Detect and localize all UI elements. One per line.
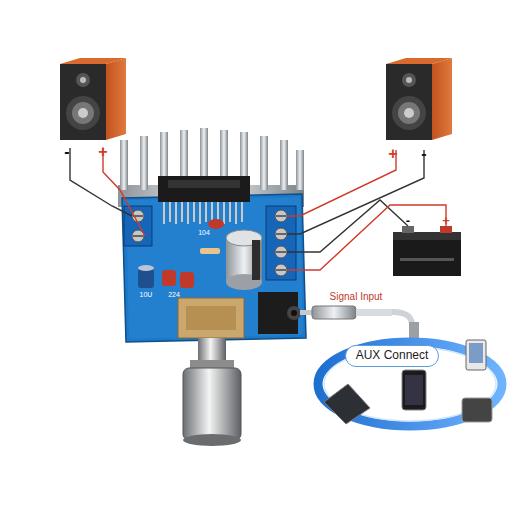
polarity-mark: - (406, 214, 410, 227)
polarity-mark: + (388, 146, 397, 162)
polarity-mark: + (98, 144, 107, 160)
aux-label-pill: AUX Connect (345, 345, 440, 366)
amplifier-chip (158, 176, 250, 224)
potentiometer (178, 298, 244, 446)
media-devices (324, 340, 492, 424)
electrolytic-capacitor (226, 230, 262, 290)
polarity-mark: - (64, 144, 69, 160)
right-speaker (386, 58, 452, 140)
pcb-board (122, 194, 306, 342)
audio-cable (300, 306, 419, 338)
aux-ring (318, 342, 502, 426)
wires (70, 148, 446, 270)
node-text: AUX Connect (356, 349, 429, 362)
terminal-block-right (266, 206, 296, 280)
signal-label: Signal Input (330, 292, 383, 302)
component-marking: 104 (198, 229, 210, 236)
audio-jack (258, 292, 301, 334)
left-speaker (60, 58, 126, 140)
small-components (138, 219, 224, 288)
speaker-terminal-left (124, 206, 152, 246)
polarity-mark: + (442, 214, 450, 227)
polarity-mark: - (421, 146, 426, 162)
battery (393, 226, 461, 276)
component-marking: 224 (168, 291, 180, 298)
component-marking: 10U (140, 291, 153, 298)
